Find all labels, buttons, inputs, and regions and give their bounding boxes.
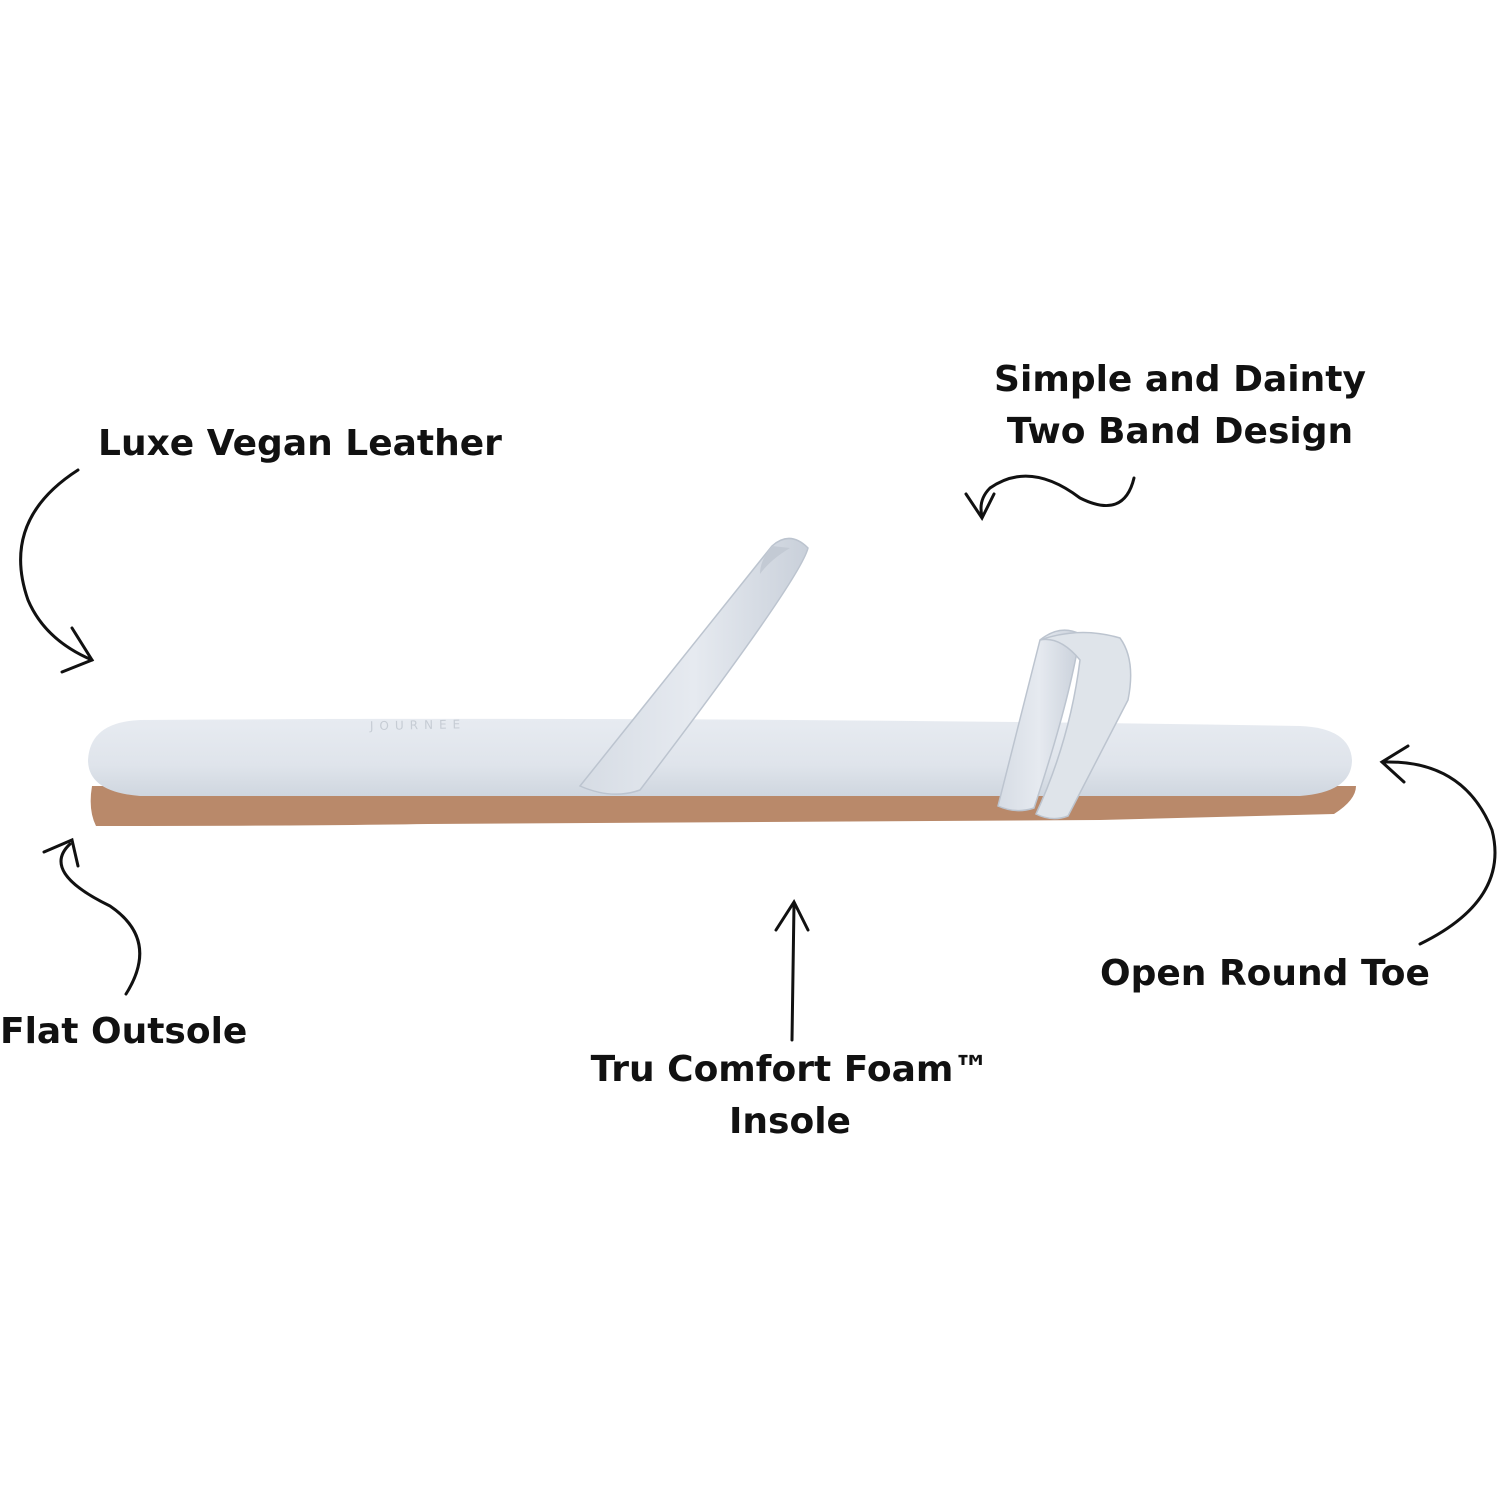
flat-outsole-label: Flat Outsole <box>0 1011 248 1052</box>
two-band-design-label-line2: Two Band Design <box>1006 411 1354 452</box>
curved-arrow-icon <box>42 837 142 996</box>
tru-comfort-foam-label-line2: Insole <box>729 1101 851 1142</box>
tru-comfort-foam-label-line1: Tru Comfort Foam™ <box>590 1049 990 1090</box>
two-band-design-label-line1: Simple and Dainty <box>994 359 1366 400</box>
sandal-back-band <box>578 537 809 795</box>
curved-arrow-icon <box>1379 744 1497 946</box>
luxe-vegan-leather-label: Luxe Vegan Leather <box>98 423 502 464</box>
sandal-back-band-inner <box>760 546 790 574</box>
squiggle-arrow-icon <box>964 474 1136 521</box>
up-arrow-icon <box>774 898 810 1042</box>
brand-emboss: JOURNEE <box>369 717 466 733</box>
sandal-footbed <box>88 718 1352 796</box>
sandal-front-band-top <box>1035 631 1132 820</box>
curved-arrow-icon <box>19 468 95 674</box>
sandal-front-band <box>997 629 1081 812</box>
open-round-toe-label: Open Round Toe <box>1100 953 1430 994</box>
